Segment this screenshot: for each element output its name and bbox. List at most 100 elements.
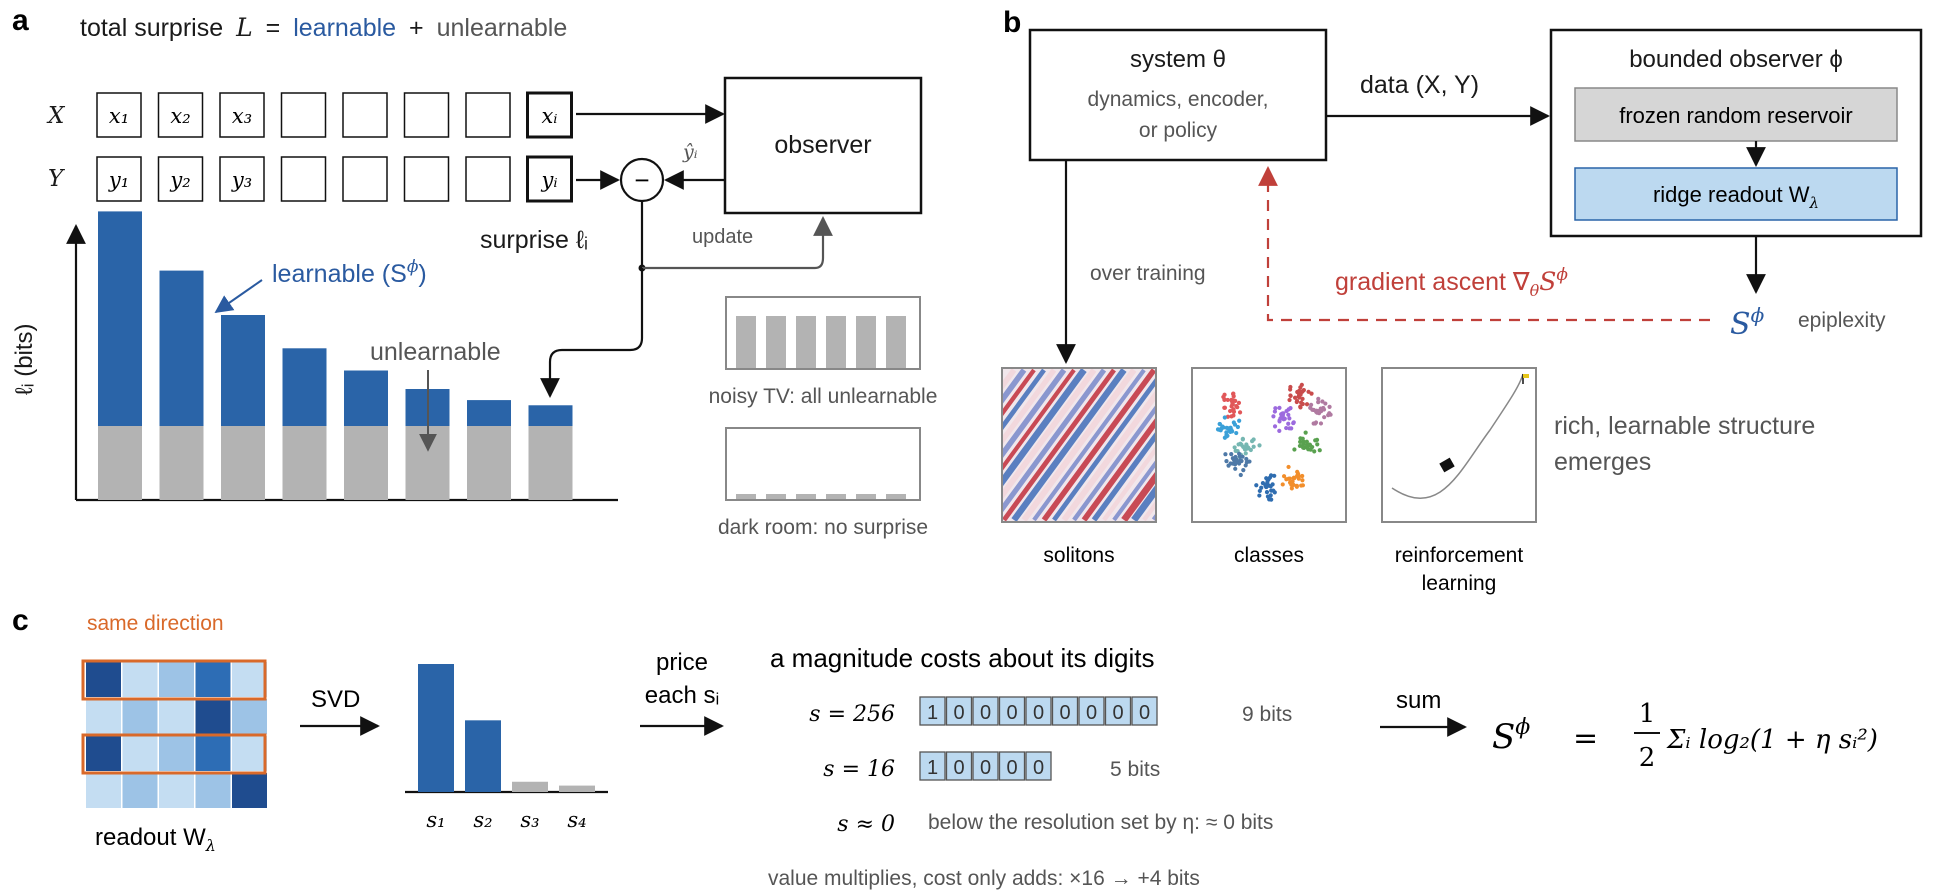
matrix-cell	[86, 699, 121, 734]
reservoir-box	[1574, 87, 1898, 142]
emerges-line-2: emerges	[1554, 448, 1651, 476]
cluster-point	[1298, 439, 1303, 445]
cluster-point	[1303, 430, 1308, 435]
unlearnable-bar	[528, 426, 573, 500]
cluster-point	[1235, 405, 1240, 410]
cluster-point	[1277, 428, 1282, 434]
panel-c-letter: c	[12, 604, 29, 637]
cluster-point	[1244, 442, 1249, 447]
soliton-stripe	[1061, 390, 1155, 521]
cluster-point	[1312, 449, 1317, 454]
x-cell-label: xᵢ	[541, 104, 557, 128]
cluster-point	[1328, 412, 1333, 417]
cluster-point	[1257, 443, 1262, 448]
cluster-point	[1316, 400, 1321, 405]
cluster-point	[1297, 388, 1302, 393]
singular-value-label: s₁	[426, 808, 445, 832]
cluster-point	[1297, 395, 1302, 400]
binary-digit-box	[1051, 696, 1079, 726]
unlearnable-bar	[344, 426, 388, 500]
cluster-point	[1257, 488, 1262, 494]
chart-y-label: ℓᵢ (bits)	[11, 323, 38, 395]
binary-digit: 0	[1033, 702, 1044, 724]
cluster-point	[1271, 414, 1276, 419]
y-cell	[157, 156, 204, 202]
soliton-stripe	[1032, 369, 1146, 521]
soliton-stripe	[1081, 418, 1155, 521]
cluster-point	[1304, 439, 1309, 444]
rl-image	[1381, 367, 1537, 523]
binary-digit-box	[919, 696, 946, 726]
matrix-cell	[195, 699, 231, 734]
cluster-point	[1295, 471, 1301, 476]
cluster-point	[1287, 476, 1292, 481]
dark-bar	[826, 494, 846, 499]
cluster-point	[1307, 442, 1312, 447]
row1-bits: 9 bits	[1242, 703, 1292, 726]
binary-digit: 1	[927, 757, 938, 779]
learnable-bar	[221, 315, 265, 426]
cluster-point	[1232, 422, 1238, 427]
cluster-point	[1318, 421, 1324, 426]
matrix-cell	[86, 736, 121, 771]
cluster-point	[1238, 458, 1243, 463]
matrix-cell	[232, 662, 267, 697]
cluster-point	[1300, 396, 1305, 401]
learnable-bar	[159, 270, 204, 426]
system-sub2: or policy	[1139, 119, 1218, 142]
cluster-point	[1288, 393, 1293, 398]
cluster-point	[1268, 473, 1274, 478]
cluster-point	[1246, 446, 1251, 451]
svd-label: SVD	[311, 686, 360, 713]
cluster-point	[1241, 468, 1246, 473]
y-cell	[96, 156, 142, 202]
binary-digit: 0	[1059, 702, 1070, 724]
cluster-point	[1237, 418, 1242, 423]
sum-label: sum	[1396, 687, 1441, 714]
singular-value-label: s₄	[567, 808, 586, 832]
row-y-label: Y	[48, 166, 66, 192]
panel-b-letter: b	[1003, 6, 1021, 39]
cluster-point	[1292, 395, 1298, 400]
unlearnable-bar	[98, 426, 142, 500]
binary-digit-box	[998, 751, 1026, 781]
epiplexity-formula: Sϕ = 1 2 Σᵢ log₂(1 + η sᵢ²)	[1492, 699, 1878, 773]
cluster-point	[1260, 480, 1266, 486]
cluster-point	[1300, 473, 1305, 479]
y-cell-label: y₂	[169, 168, 190, 192]
x-cell	[342, 92, 388, 138]
cluster-point	[1273, 406, 1278, 411]
over-training-label: over training	[1090, 262, 1206, 285]
matrix-cell	[232, 699, 267, 734]
cluster-point	[1249, 439, 1255, 444]
cluster-point	[1289, 486, 1294, 491]
binary-digit-box	[1025, 751, 1052, 781]
matrix-cell	[86, 773, 121, 808]
cluster-point	[1327, 404, 1332, 409]
cluster-point	[1322, 415, 1327, 420]
observer-label: observer	[774, 131, 871, 159]
cluster-point	[1233, 466, 1238, 471]
cluster-point	[1217, 421, 1222, 427]
matrix-cell	[159, 699, 194, 734]
cluster-point	[1259, 485, 1264, 490]
cluster-point	[1237, 410, 1243, 415]
matrix-cell	[195, 773, 231, 808]
cluster-point	[1304, 444, 1309, 450]
cluster-point	[1229, 399, 1234, 404]
cluster-point	[1240, 437, 1245, 442]
soliton-stripe	[1011, 369, 1127, 521]
learnable-bar	[528, 405, 573, 426]
binary-digit-box	[972, 696, 999, 726]
binary-digit: 0	[1112, 702, 1123, 724]
readout-matrix-label: readout Wλ	[95, 824, 216, 855]
cluster-scatter	[1215, 382, 1333, 502]
gradient-ascent-arrow	[1258, 166, 1710, 322]
cluster-point	[1314, 437, 1320, 442]
matrix-cell	[159, 662, 194, 697]
cluster-point	[1243, 451, 1248, 456]
